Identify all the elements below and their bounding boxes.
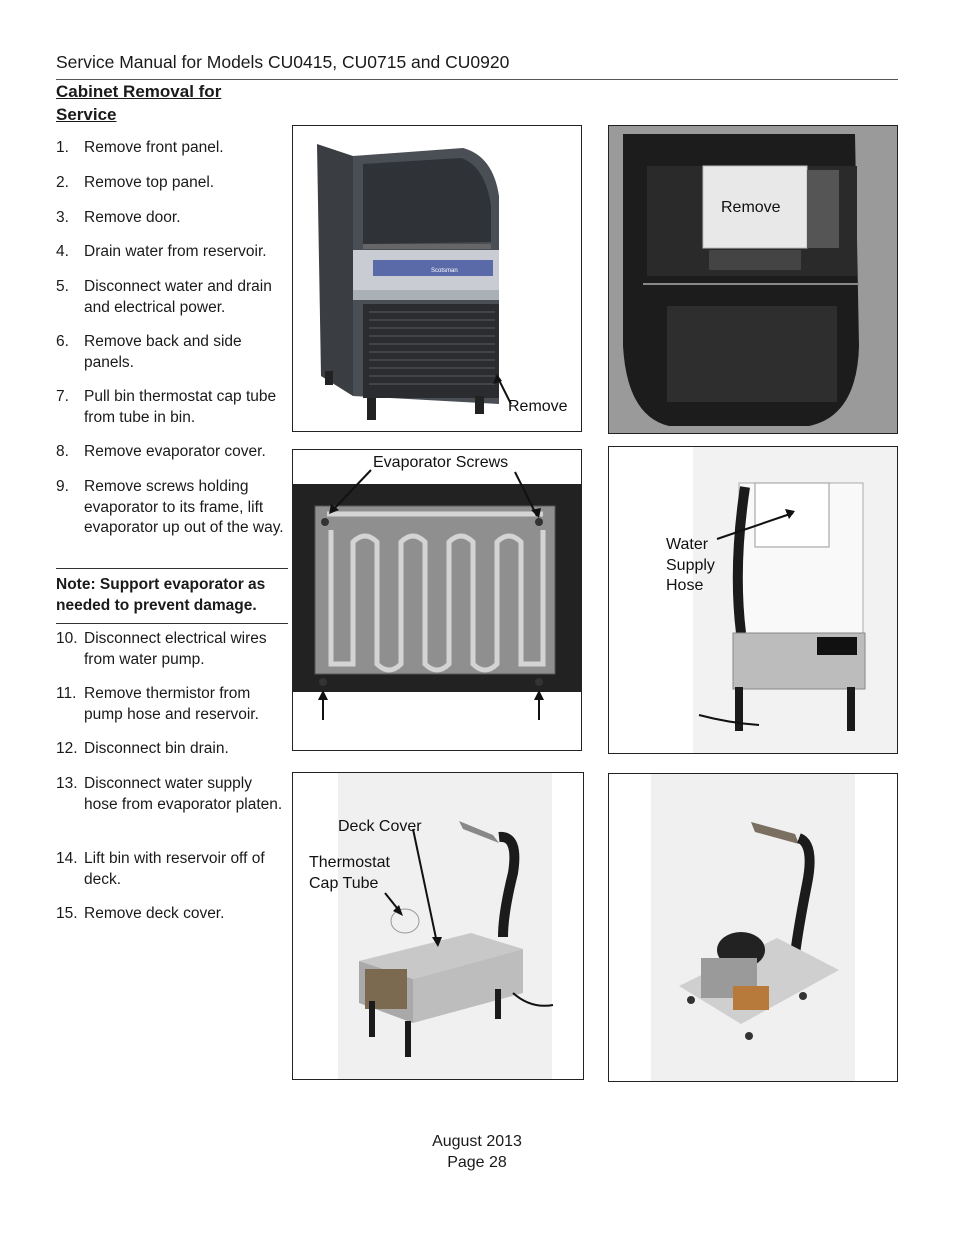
step-text: Disconnect electrical wires from water p…: [84, 630, 267, 668]
list-item: 14. Lift bin with reservoir off of deck.: [56, 849, 288, 890]
step-number: 5.: [56, 278, 69, 295]
ice-machine-front-illustration: Scotsman: [317, 144, 512, 420]
label-line: Thermostat: [309, 854, 390, 871]
list-item: 9. Remove screws holding evaporator to it…: [56, 477, 288, 539]
step-number: 7.: [56, 388, 69, 405]
step-number: 3.: [56, 209, 69, 226]
step-text: Pull bin thermostat cap tube from tube i…: [84, 388, 277, 426]
step-number: 8.: [56, 443, 69, 460]
step-number: 4.: [56, 243, 69, 260]
brand-logo-text: Scotsman: [431, 268, 458, 274]
step-text: Remove thermistor from pump hose and res…: [84, 685, 259, 723]
footer-page-number: Page 28: [447, 1154, 507, 1171]
step-text: Disconnect water supply hose from evapor…: [84, 775, 283, 813]
step-text: Disconnect water and drain and electrica…: [84, 278, 272, 316]
label-line: Cap Tube: [309, 874, 379, 892]
footer-date: August 2013: [432, 1133, 522, 1150]
list-item: 2. Remove top panel.: [56, 173, 288, 194]
step-text: Remove back and side panels.: [84, 333, 242, 371]
list-item: 4. Drain water from reservoir.: [56, 242, 288, 263]
list-item: 13. Disconnect water supply hose from eva…: [56, 774, 288, 815]
photo-deck-cover: Deck Cover Thermostat Cap Tube: [292, 772, 584, 1080]
list-item: 12. Disconnect bin drain.: [56, 739, 288, 760]
photo-front-unit: Scotsman Remove: [292, 125, 582, 432]
step-text: Lift bin with reservoir off of deck.: [84, 850, 265, 888]
remove-top-label: Remove: [721, 199, 781, 216]
list-item: 1. Remove front panel.: [56, 138, 288, 159]
step-text: Remove front panel.: [84, 139, 224, 156]
step-number: 14.: [56, 850, 78, 867]
list-item: 15. Remove deck cover.: [56, 904, 288, 925]
photo-side-view: Water Supply Hose: [608, 446, 898, 754]
step-number: 1.: [56, 139, 69, 156]
water-supply-hose-label: Water Supply Hose: [666, 535, 715, 597]
step-number: 15.: [56, 905, 78, 922]
step-number: 6.: [56, 333, 69, 350]
list-item: 5. Disconnect water and drain and electri…: [56, 277, 288, 318]
photo-evaporator: Evaporator Screws: [292, 449, 582, 751]
list-item: 10. Disconnect electrical wires from wate…: [56, 629, 288, 670]
label-line: Water: [666, 536, 709, 553]
step-text: Remove evaporator cover.: [84, 443, 266, 460]
evaporator-illustration: [293, 469, 581, 720]
step-text: Remove screws holding evaporator to its …: [84, 478, 284, 537]
compressor-illustration: [651, 774, 855, 1081]
cabinet-top-view-illustration: [609, 126, 897, 433]
step-number: 9.: [56, 478, 69, 495]
deck-cover-illustration: [338, 773, 554, 1079]
step-text: Remove deck cover.: [84, 905, 225, 922]
deck-cover-label: Deck Cover: [338, 818, 422, 835]
step-number: 13.: [56, 775, 78, 792]
step-number: 10.: [56, 630, 78, 647]
list-item: 7. Pull bin thermostat cap tube from tube…: [56, 387, 288, 428]
step-number: 2.: [56, 174, 69, 191]
side-view-illustration: [693, 447, 897, 753]
step-number: 11.: [56, 685, 77, 702]
list-item: 6. Remove back and side panels.: [56, 332, 288, 373]
step-text: Remove door.: [84, 209, 181, 226]
list-item: 3. Remove door.: [56, 208, 288, 229]
remove-front-label: Remove: [508, 398, 568, 415]
evaporator-screws-label: Evaporator Screws: [373, 454, 509, 471]
label-line: Hose: [666, 577, 704, 594]
label-line: Supply: [666, 556, 715, 574]
list-item: 11. Remove thermistor from pump hose and …: [56, 684, 288, 725]
step-number: 12.: [56, 740, 78, 757]
section-title: Cabinet Removal for Service: [56, 82, 222, 124]
step-text: Drain water from reservoir.: [84, 243, 267, 260]
support-note: Note: Support evaporator as needed to pr…: [56, 568, 288, 625]
page-header: Service Manual for Models CU0415, CU0715…: [56, 52, 898, 80]
photo-deck-removed: [608, 773, 898, 1082]
photo-top-view: Remove: [608, 125, 898, 434]
step-text: Remove top panel.: [84, 174, 215, 191]
list-item: 8. Remove evaporator cover.: [56, 442, 288, 463]
thermostat-cap-tube-label: Thermostat Cap Tube: [309, 853, 390, 894]
step-text: Disconnect bin drain.: [84, 740, 229, 757]
